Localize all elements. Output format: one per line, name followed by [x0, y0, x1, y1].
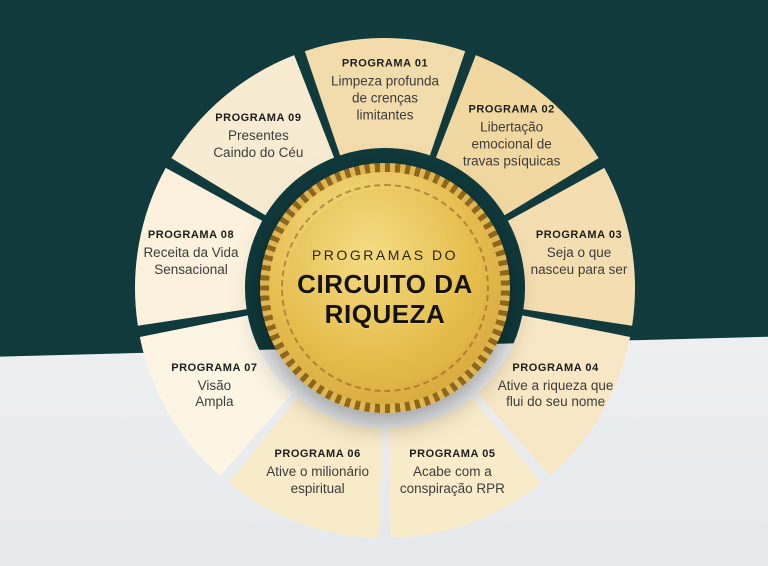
coin-center: PROGRAMAS DO CIRCUITO DA RIQUEZA: [286, 189, 484, 387]
segment-title: Libertação emocional de travas psíquicas: [462, 119, 561, 169]
coin-kicker-text: PROGRAMAS DO: [311, 246, 459, 263]
wheel-segment-08: [135, 167, 263, 326]
segment-number: PROGRAMA 01: [341, 57, 429, 70]
coin-inner-ring: [281, 184, 489, 392]
segment-number: PROGRAMA 09: [215, 112, 302, 125]
segment-title: Presentes Caindo do Céu: [213, 128, 304, 161]
segment-title: Seja o que nasceu para ser: [530, 244, 628, 277]
segment-label-09: PROGRAMA 09 Presentes Caindo do Céu: [173, 112, 343, 162]
center-coin: PROGRAMAS DO CIRCUITO DA RIQUEZA: [260, 163, 510, 413]
segment-title: Ative o milionário espiritual: [266, 464, 369, 497]
segment-title: Visão Ampla: [195, 377, 234, 410]
segment-label-07: PROGRAMA 07 Visão Ampla: [129, 362, 299, 412]
segment-label-05: PROGRAMA 05 Acabe com a conspiração RPR: [367, 448, 537, 498]
segment-label-02: PROGRAMA 02 Libertação emocional de trava…: [427, 104, 597, 171]
segment-title: Receita da Vida Sensacional: [143, 244, 239, 277]
segment-number: PROGRAMA 06: [274, 448, 361, 461]
segment-number: PROGRAMA 07: [171, 361, 258, 374]
segment-label-03: PROGRAMA 03 Seja o que nasceu para ser: [494, 229, 664, 279]
segment-label-04: PROGRAMA 04 Ative a riqueza que flui do s…: [471, 362, 641, 412]
wheel-segment-03: [507, 167, 635, 326]
segment-label-08: PROGRAMA 08 Receita da Vida Sensacional: [106, 229, 276, 279]
segment-number: PROGRAMA 05: [409, 448, 496, 461]
segment-label-01: PROGRAMA 01 Limpeza profunda de crenças l…: [300, 58, 470, 125]
wheel-segment-05: [388, 397, 542, 538]
coin-title-line1: CIRCUITO DA: [297, 268, 473, 299]
wheel-segment-04: [477, 315, 631, 476]
coin-title-line2: RIQUEZA: [324, 298, 446, 329]
wheel-segment-09: [171, 55, 335, 216]
segment-title: Acabe com a conspiração RPR: [399, 464, 505, 497]
segment-title: Limpeza profunda de crenças limitantes: [330, 73, 440, 123]
wheel-segment-01: [304, 37, 466, 156]
wheel-segment-07: [139, 315, 293, 476]
wheel-segment-02: [435, 55, 599, 216]
segment-number: PROGRAMA 04: [512, 361, 599, 374]
segment-number: PROGRAMA 08: [147, 228, 235, 241]
segment-number: PROGRAMA 03: [535, 228, 623, 241]
wheel-segment-06: [228, 397, 382, 538]
segment-label-06: PROGRAMA 06 Ative o milionário espiritual: [233, 448, 403, 498]
segment-title: Ative a riqueza que flui do seu nome: [497, 377, 614, 410]
segment-number: PROGRAMA 02: [468, 103, 555, 116]
